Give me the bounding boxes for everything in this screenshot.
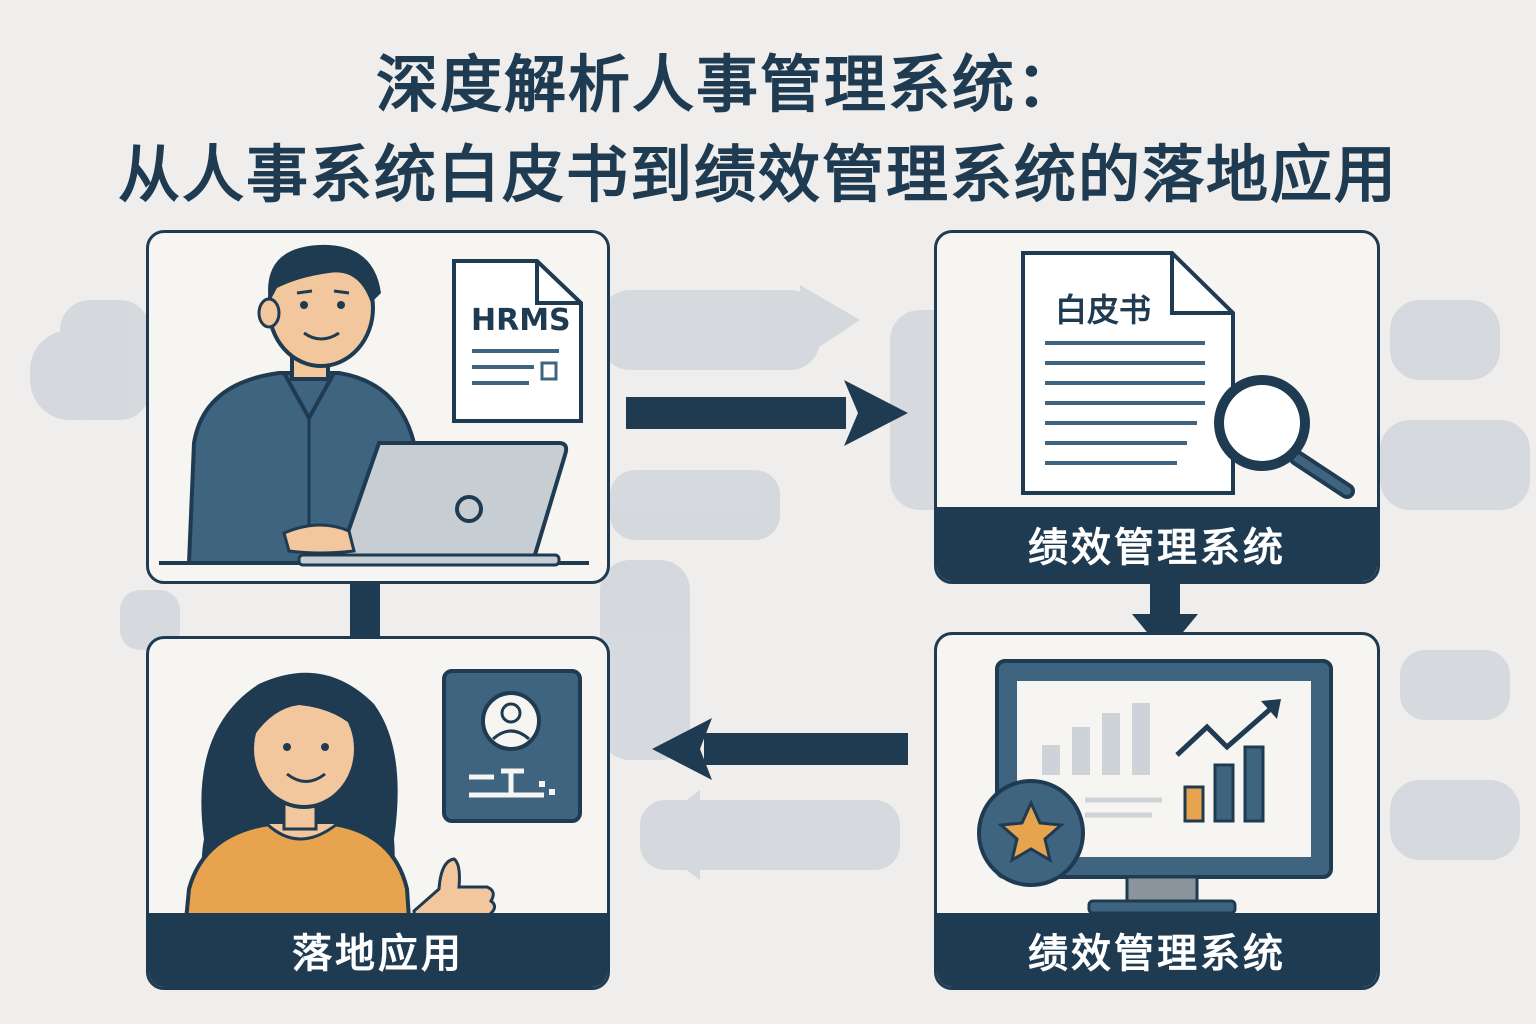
panel-hrms: HRMS bbox=[146, 230, 610, 584]
performance-dashboard-illustration bbox=[977, 659, 1333, 915]
panel-landing: 落地应用 bbox=[146, 636, 610, 990]
page-subtitle: 从人事系统白皮书到绩效管理系统的落地应用 bbox=[117, 138, 1398, 211]
panel-performance: 绩效管理系统 bbox=[934, 632, 1380, 990]
arrow-right-icon bbox=[626, 380, 908, 446]
landing-panel-label: 落地应用 bbox=[149, 913, 607, 987]
whitepaper-panel-label: 绩效管理系统 bbox=[937, 507, 1377, 581]
arrow-left-icon bbox=[652, 718, 908, 780]
performance-panel-label: 绩效管理系统 bbox=[937, 913, 1377, 987]
connector-line bbox=[350, 580, 380, 636]
panel-whitepaper: 白皮书 绩效管理系统 bbox=[934, 230, 1380, 584]
hrms-doc-label: HRMS bbox=[471, 303, 571, 338]
person-at-laptop-illustration bbox=[159, 244, 589, 567]
page-title: 深度解析人事管理系统： bbox=[375, 48, 1080, 121]
whitepaper-illustration bbox=[1021, 251, 1355, 499]
whitepaper-doc-label: 白皮书 bbox=[1055, 291, 1152, 329]
